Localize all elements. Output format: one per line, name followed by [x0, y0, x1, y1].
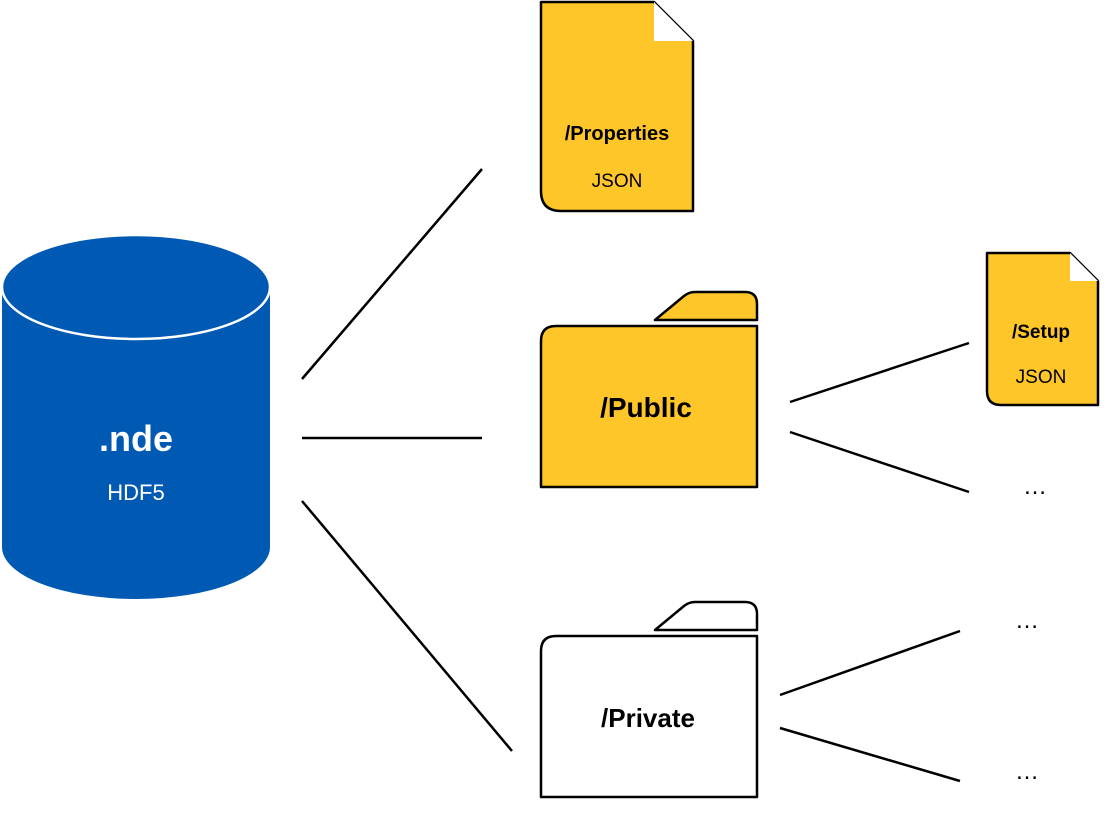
properties-name: /Properties — [565, 123, 669, 145]
connectors — [301, 168, 970, 783]
folder-icon — [539, 290, 759, 489]
connector-private-more-top — [779, 629, 961, 697]
public-node: /Public — [539, 290, 759, 489]
document-icon — [539, 0, 695, 213]
properties-type: JSON — [592, 171, 643, 192]
connector-public-setup — [789, 341, 970, 404]
private-name: /Private — [601, 703, 695, 733]
document-icon — [985, 251, 1100, 407]
setup-name: /Setup — [1012, 322, 1070, 343]
connector-db-properties — [301, 168, 483, 380]
public-more-ellipsis: … — [1023, 473, 1047, 500]
public-name: /Public — [600, 392, 692, 423]
setup-node: /Setup JSON — [985, 251, 1100, 407]
private-more-bottom-ellipsis: … — [1015, 758, 1039, 785]
properties-node: /Properties JSON — [539, 0, 695, 213]
database-cylinder-icon — [0, 233, 272, 599]
database-format: HDF5 — [107, 480, 164, 505]
connector-db-private — [301, 500, 513, 752]
private-node: /Private — [539, 600, 759, 799]
connector-private-more-bottom — [779, 726, 961, 783]
database-node: .nde HDF5 — [0, 233, 272, 599]
private-more-top-ellipsis: … — [1015, 607, 1039, 634]
database-name: .nde — [99, 418, 173, 459]
folder-icon — [539, 600, 759, 799]
setup-type: JSON — [1016, 367, 1067, 388]
connector-public-more — [789, 430, 970, 494]
